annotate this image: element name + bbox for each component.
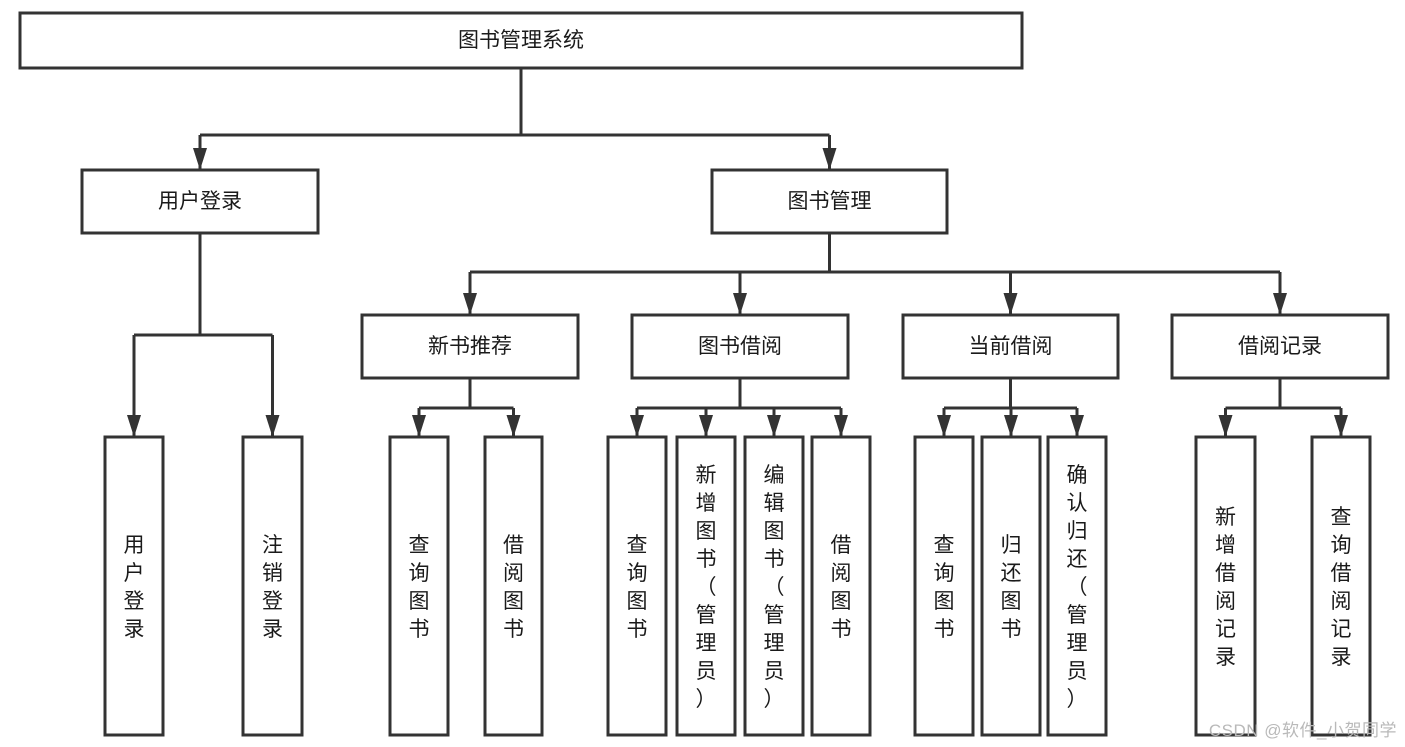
node-box — [360, 313, 580, 380]
node-box — [483, 435, 544, 737]
node-box — [18, 11, 1024, 70]
node-leaf-br-add[interactable]: 新增图书（管理员） — [675, 435, 737, 737]
node-leaf-new-query[interactable]: 查询图书 — [388, 435, 450, 737]
node-label: 图书管理 — [788, 190, 872, 213]
node-layer: 图书管理系统用户登录图书管理新书推荐图书借阅当前借阅借阅记录用户登录注销登录查询… — [18, 11, 1390, 737]
node-l3-borrow[interactable]: 图书借阅 — [630, 313, 850, 380]
node-leaf-cur-query[interactable]: 查询图书 — [913, 435, 975, 737]
node-box — [901, 313, 1120, 380]
node-box — [1046, 435, 1108, 737]
node-leaf-user-logout[interactable]: 注销登录 — [241, 435, 304, 737]
node-label: 当前借阅 — [969, 335, 1053, 358]
node-label: 借阅图书 — [503, 534, 524, 641]
node-label: 查询借阅记录 — [1331, 506, 1352, 669]
node-leaf-rec-query[interactable]: 查询借阅记录 — [1310, 435, 1372, 737]
node-label: 借阅图书 — [831, 534, 852, 641]
node-box — [675, 435, 737, 737]
node-label: 新增图书（管理员） — [696, 464, 717, 711]
node-root[interactable]: 图书管理系统 — [18, 11, 1024, 70]
node-l3-current[interactable]: 当前借阅 — [901, 313, 1120, 380]
node-box — [1310, 435, 1372, 737]
node-label: 借阅记录 — [1238, 335, 1322, 358]
node-leaf-user-login[interactable]: 用户登录 — [103, 435, 165, 737]
node-label: 图书借阅 — [698, 335, 782, 358]
node-box — [630, 313, 850, 380]
node-box — [388, 435, 450, 737]
node-l3-new[interactable]: 新书推荐 — [360, 313, 580, 380]
node-box — [810, 435, 872, 737]
node-label: 查询图书 — [934, 534, 955, 641]
node-label: 图书管理系统 — [458, 29, 584, 52]
node-box — [80, 168, 320, 235]
node-box — [743, 435, 805, 737]
node-box — [1194, 435, 1257, 737]
node-box — [241, 435, 304, 737]
node-leaf-new-borrow[interactable]: 借阅图书 — [483, 435, 544, 737]
node-l2-user[interactable]: 用户登录 — [80, 168, 320, 235]
node-label: 编辑图书（管理员） — [764, 464, 785, 711]
node-box — [710, 168, 949, 235]
node-label: 新增借阅记录 — [1215, 506, 1236, 669]
node-label: 查询图书 — [409, 534, 430, 641]
node-box — [913, 435, 975, 737]
node-leaf-cur-return[interactable]: 归还图书 — [980, 435, 1042, 737]
connector-layer — [127, 68, 1348, 437]
node-label: 用户登录 — [124, 534, 145, 641]
node-label: 确认归还（管理员） — [1067, 464, 1088, 711]
node-l3-record[interactable]: 借阅记录 — [1170, 313, 1390, 380]
node-leaf-cur-confirm[interactable]: 确认归还（管理员） — [1046, 435, 1108, 737]
node-box — [103, 435, 165, 737]
node-label: 归还图书 — [1001, 534, 1022, 641]
node-leaf-rec-add[interactable]: 新增借阅记录 — [1194, 435, 1257, 737]
node-l2-book[interactable]: 图书管理 — [710, 168, 949, 235]
node-label: 新书推荐 — [428, 335, 512, 358]
node-leaf-br-borrow[interactable]: 借阅图书 — [810, 435, 872, 737]
node-leaf-br-edit[interactable]: 编辑图书（管理员） — [743, 435, 805, 737]
node-label: 用户登录 — [158, 190, 242, 213]
node-box — [606, 435, 668, 737]
node-box — [1170, 313, 1390, 380]
node-leaf-br-query[interactable]: 查询图书 — [606, 435, 668, 737]
node-label: 注销登录 — [262, 534, 283, 641]
node-box — [980, 435, 1042, 737]
node-label: 查询图书 — [627, 534, 648, 641]
